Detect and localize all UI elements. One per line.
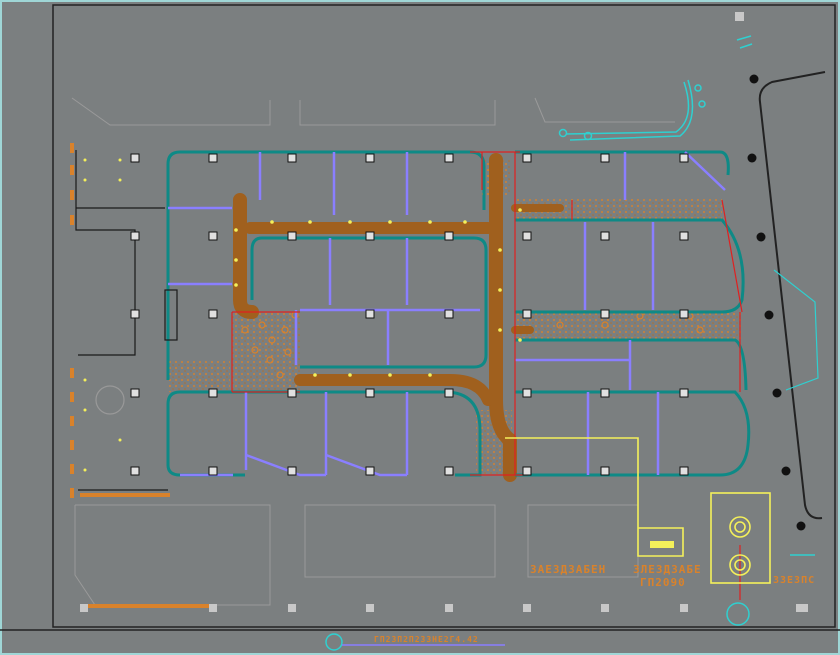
pump-unit (650, 541, 674, 548)
structural-columns (130, 153, 689, 476)
utility-lines (505, 437, 771, 584)
legend-circle (325, 633, 343, 651)
grid-markers (80, 12, 808, 612)
cyan-curve-top (558, 35, 753, 141)
label-mid-2: ГП2090 (640, 576, 686, 589)
label-right: ЗЗЕЗПС (773, 575, 815, 586)
label-bottom: ГП2ЗП2П2ЗЗНЕ2Г4.42 (374, 635, 479, 644)
left-annex-ticks (70, 143, 215, 608)
pedestrian-paths (233, 153, 564, 482)
manhole (726, 602, 750, 626)
label-left: ЗАЕЗДЗАБЕН (530, 563, 606, 576)
road-edge (758, 71, 826, 520)
cyan-boundary (773, 269, 819, 391)
left-annex (75, 150, 178, 491)
tree-markers (747, 74, 806, 531)
partition-walls (168, 151, 726, 477)
path-lamps (83, 158, 522, 472)
existing-structures (71, 97, 675, 606)
sheet-border (52, 4, 836, 628)
label-mid-1: ЗЛЕЗДЗАБЕ (633, 563, 702, 576)
